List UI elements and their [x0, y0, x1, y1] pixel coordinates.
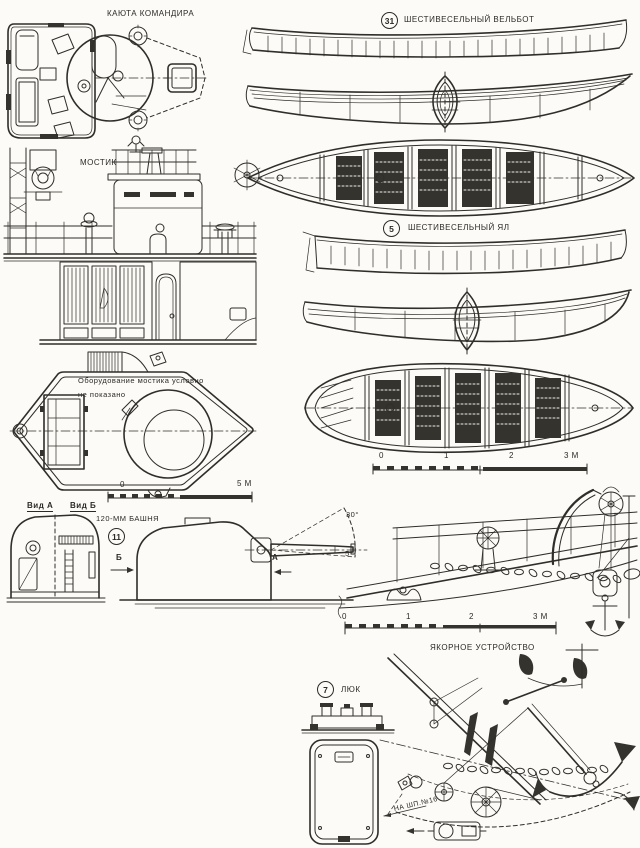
- deckhouse-door: [155, 273, 177, 341]
- boats-scale-3: 3 М: [564, 451, 579, 460]
- whaleboat-side-view: [242, 19, 628, 59]
- turret-view-a-label: Вид А: [27, 501, 54, 512]
- anchor-device-drawing: [337, 486, 640, 637]
- turret-number-badge: 11: [108, 528, 125, 545]
- stowed-anchor: [503, 677, 640, 811]
- bridge-left-tower: [9, 147, 63, 255]
- anchor-scale-bar: [344, 621, 557, 635]
- turret-elevation-angle: 30°: [346, 510, 359, 519]
- deck-railing: [392, 511, 638, 583]
- hatch-title: ЛЮК: [341, 685, 361, 694]
- whaleboat-title: ШЕСТИВЕСЕЛЬНЫЙ ВЕЛЬБОТ: [404, 15, 535, 24]
- anchor-scale-2: 2: [469, 612, 474, 621]
- bridge-mid-structure: [113, 179, 203, 255]
- chain-wheel: [474, 526, 502, 571]
- ladder-hatch: [87, 351, 167, 373]
- funnel-casing: [121, 389, 213, 479]
- binnacle-stand-left: [80, 212, 98, 255]
- windlass-detail: [406, 821, 487, 841]
- cabin-skylight-detail: [94, 37, 209, 119]
- bridge-deck-lines: [3, 253, 257, 345]
- detail-chain: [443, 762, 609, 777]
- binnacle-stand-right: [213, 223, 237, 255]
- frame-note-arrow: [383, 775, 427, 817]
- boats-scale-0: 0: [379, 451, 384, 460]
- boats-scale-2: 2: [509, 451, 514, 460]
- deck-fittings: [386, 495, 640, 619]
- turret-dir-b: Б: [116, 553, 123, 562]
- boats-scale-1: 1: [444, 451, 449, 460]
- turret-direction-arrows: [110, 567, 292, 575]
- yawl-plan-view: [304, 362, 634, 454]
- bridge-plan-outline: [9, 371, 257, 491]
- turret-elevation-arc: [244, 507, 368, 558]
- cabin-title: КАЮТА КОМАНДИРА: [107, 9, 195, 18]
- turret-front-view: [6, 514, 106, 603]
- hatch-plan-view: [309, 739, 379, 845]
- bridge-title: МОСТИК: [80, 158, 117, 167]
- cabin-fixtures: [128, 24, 148, 132]
- helm-wheel: [233, 159, 261, 191]
- turret-side-view: [119, 517, 356, 609]
- bridge-note-line2: не показано: [78, 390, 126, 399]
- wheelhouse: [59, 261, 153, 341]
- hatch-number-badge: 7: [317, 681, 334, 698]
- yawl-drawing: [302, 229, 634, 454]
- cabin-plan-drawing: [6, 23, 209, 153]
- cabin-detail-circle: [66, 34, 154, 122]
- deckhouse-wall: [179, 261, 257, 341]
- yawl-lines-view: [302, 287, 632, 355]
- bridge-note-line1: Оборудование мостика условно: [78, 376, 204, 385]
- turret-view-b-label: Вид Б: [70, 501, 97, 512]
- cabin-furniture: [15, 29, 75, 139]
- whaleboat-drawing: [242, 19, 635, 217]
- anchor-detail-drawing: [379, 643, 640, 841]
- bow-fitting: [12, 423, 28, 439]
- anchor-scale-0: 0: [342, 612, 347, 621]
- anchor-scale-3: 3 М: [533, 612, 548, 621]
- chart-house: [40, 394, 88, 470]
- bridge-elevation-drawing: [3, 147, 261, 345]
- turret-drawing: [6, 507, 368, 609]
- bridge-scale-bar: [107, 491, 253, 503]
- anchor-gear-title: ЯКОРНОЕ УСТРОЙСТВО: [430, 643, 535, 652]
- turret-dir-a: А: [272, 553, 279, 562]
- partial-anchor-top: [518, 643, 599, 689]
- turret-title: 120-ММ БАШНЯ: [96, 514, 160, 523]
- yawl-number-badge: 5: [383, 220, 400, 237]
- whaleboat-number-badge: 31: [381, 12, 398, 29]
- bridge-plan-drawing: [9, 351, 257, 498]
- turret-depression-angle: 5°: [345, 549, 354, 558]
- bridge-scale-end: 5 М: [237, 479, 252, 488]
- hatch-drawing: [301, 703, 395, 845]
- cabin-bottom-fitting: [127, 135, 145, 153]
- yawl-title: ШЕСТИВЕСЕЛЬНЫЙ ЯЛ: [408, 223, 510, 232]
- anchor-scale-1: 1: [406, 612, 411, 621]
- whaleboat-lines-view: [245, 71, 633, 133]
- yawl-side-view: [302, 229, 627, 275]
- anchor-bed-spar: [387, 653, 547, 805]
- anchor-davit: [551, 486, 624, 597]
- bridge-scale-zero: 0: [120, 480, 125, 489]
- hull-and-deck: [337, 537, 638, 619]
- boats-scale-bar: [372, 463, 588, 475]
- hanging-anchor: [585, 594, 625, 637]
- hatch-elevation-view: [301, 703, 395, 734]
- detail-pulleys: [409, 707, 541, 818]
- detail-guides: [379, 739, 637, 828]
- bridge-searchlight-platform: [107, 147, 201, 181]
- whaleboat-plan-view: [247, 139, 635, 217]
